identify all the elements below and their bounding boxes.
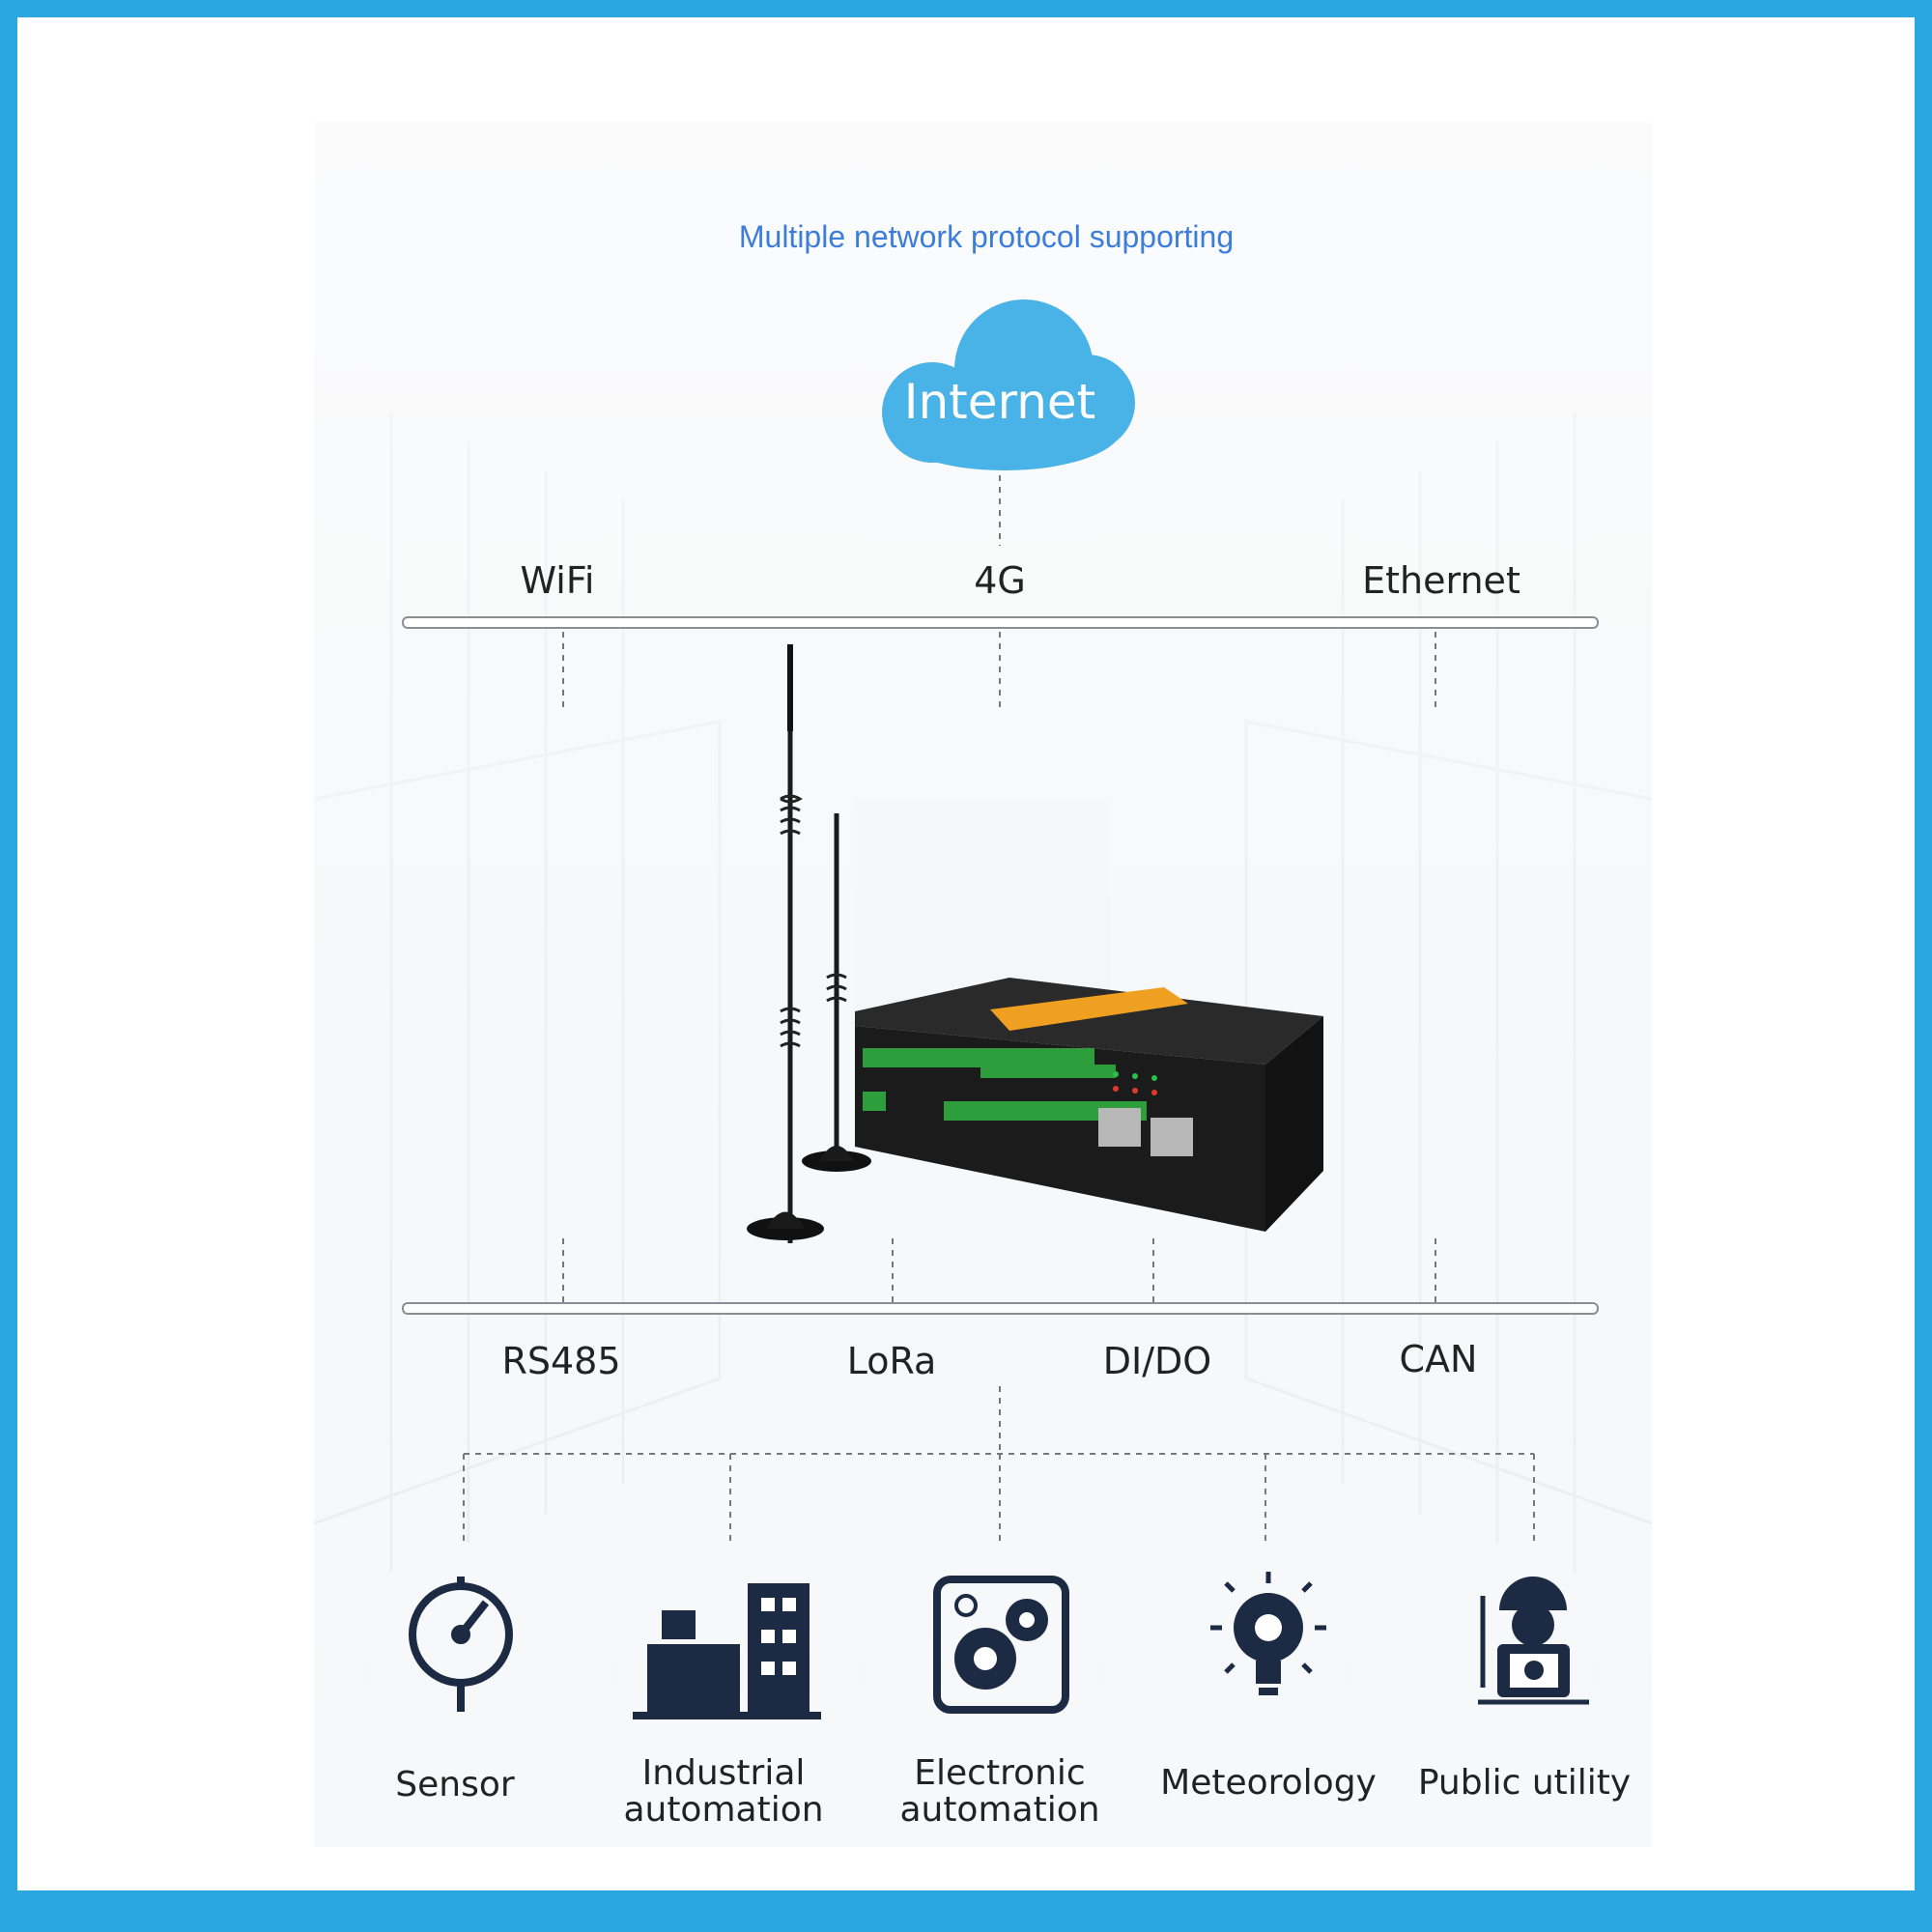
application-label-line1: Sensor: [395, 1765, 515, 1804]
factory-icon: [633, 1583, 821, 1719]
application-tree: [463, 1386, 1535, 1545]
protocol-di-do: DI/DO: [1102, 1340, 1212, 1382]
protocol-4g: 4G: [974, 559, 1026, 602]
protocol-lora: LoRa: [846, 1340, 937, 1382]
worker-icon: [1478, 1577, 1589, 1705]
application-label-line2: automation: [899, 1790, 1100, 1830]
upper-drops: [562, 632, 1436, 712]
gateway-device: [855, 978, 1323, 1232]
network-diagram: [402, 299, 1599, 1719]
lower-bus-line: [402, 1302, 1599, 1315]
application-label-line1: Public utility: [1417, 1763, 1632, 1803]
application-public-utility: Public utility: [1404, 1765, 1645, 1802]
application-label-line1: Meteorology: [1160, 1763, 1377, 1803]
protocol-can: CAN: [1399, 1338, 1478, 1380]
diagram-panel: Multiple network protocol supporting: [314, 123, 1652, 1847]
application-electronic-automation: Electronic automation: [879, 1755, 1121, 1829]
application-label-line2: automation: [623, 1790, 824, 1830]
antenna-icon: [747, 644, 871, 1243]
gauge-icon: [409, 1577, 513, 1712]
protocol-rs485: RS485: [501, 1340, 621, 1382]
protocol-wifi: WiFi: [520, 559, 595, 602]
gears-icon: [933, 1576, 1069, 1714]
upper-bus-line: [402, 616, 1599, 629]
lower-drops: [562, 1238, 1436, 1306]
image-frame: Multiple network protocol supporting: [17, 17, 1915, 1890]
cloud-label: Internet: [903, 374, 1096, 430]
application-industrial-automation: Industrial automation: [603, 1755, 844, 1829]
application-sensor: Sensor: [334, 1767, 576, 1804]
protocol-ethernet: Ethernet: [1362, 559, 1520, 602]
application-label-line1: Industrial: [641, 1753, 806, 1793]
lightbulb-icon: [1210, 1572, 1326, 1695]
diagram-title: Multiple network protocol supporting: [738, 219, 1235, 254]
application-label-line1: Electronic: [914, 1753, 1086, 1793]
cloud-icon: [882, 299, 1135, 470]
application-meteorology: Meteorology: [1148, 1765, 1389, 1802]
